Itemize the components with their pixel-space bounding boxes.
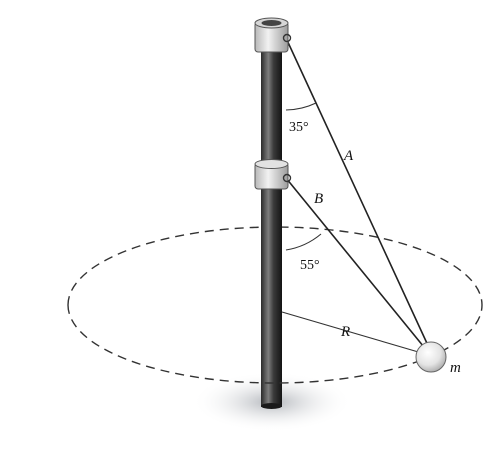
radius-label: R — [340, 324, 350, 340]
rope-a — [285, 37, 432, 353]
angle-label-a: 35° — [289, 120, 309, 135]
rope-label-a: A — [343, 148, 354, 164]
middle-collar-top — [254, 159, 289, 169]
angle-arc-b — [285, 233, 322, 251]
angle-label-b: 55° — [300, 258, 320, 273]
circular-path-back — [67, 226, 483, 306]
mass-ball — [415, 341, 447, 373]
rope-label-b: B — [314, 191, 323, 207]
radius-line — [281, 311, 433, 357]
circular-path-front — [67, 304, 483, 384]
top-eyelet — [282, 33, 292, 43]
pole — [261, 45, 282, 407]
top-collar-hole — [261, 20, 282, 26]
mass-label: m — [450, 360, 461, 376]
pole-bottom — [261, 403, 282, 409]
middle-eyelet — [282, 173, 292, 183]
rope-b — [285, 177, 429, 353]
angle-arc-a — [285, 102, 317, 111]
